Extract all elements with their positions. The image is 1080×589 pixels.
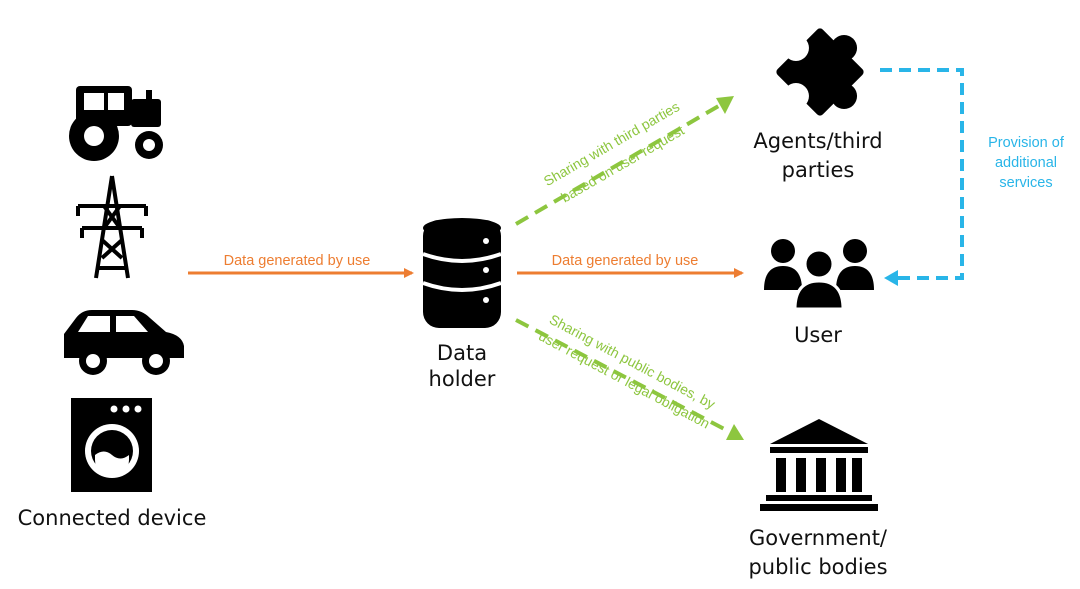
edge-holder-to-gov-label-line1: Sharing with public bodies, by bbox=[547, 311, 718, 412]
power-pylon-icon bbox=[76, 175, 148, 279]
user-label: User bbox=[794, 323, 842, 347]
puzzle-piece-icon bbox=[776, 28, 864, 116]
third-parties-label-line2: parties bbox=[782, 158, 855, 182]
edge-device-to-holder-label: Data generated by use bbox=[224, 253, 371, 269]
data-holder-label-line1: Data bbox=[437, 341, 487, 365]
edge-holder-to-user: Data generated by use bbox=[517, 253, 744, 278]
government-label-line1: Government/ bbox=[749, 526, 888, 550]
connected-device-label: Connected device bbox=[18, 506, 207, 530]
edge-holder-to-user-label: Data generated by use bbox=[552, 253, 699, 269]
database-icon bbox=[422, 218, 502, 328]
tractor-icon bbox=[69, 86, 163, 161]
data-holder-label-line2: holder bbox=[429, 367, 496, 391]
government-building-icon bbox=[760, 419, 878, 511]
edge-holder-to-government: Sharing with public bodies, by user requ… bbox=[515, 311, 744, 440]
edge-device-to-holder: Data generated by use bbox=[188, 253, 414, 278]
government-label-line2: public bodies bbox=[748, 555, 887, 579]
edge-third-to-user-label-line2: additional bbox=[995, 155, 1057, 171]
car-icon bbox=[64, 310, 184, 375]
edge-third-to-user-label-line1: Provision of bbox=[988, 135, 1065, 151]
washing-machine-icon bbox=[71, 398, 152, 492]
edge-holder-to-gov-label-line2: user request or legal obligation bbox=[536, 328, 713, 432]
edge-third-to-user: Provision of additional services bbox=[880, 68, 1065, 286]
edge-third-to-user-label-line3: services bbox=[999, 175, 1052, 191]
user-group-icon bbox=[764, 239, 874, 311]
third-parties-label-line1: Agents/third bbox=[753, 129, 882, 153]
edge-holder-to-third-parties: Sharing with third parties based on user… bbox=[514, 96, 734, 226]
